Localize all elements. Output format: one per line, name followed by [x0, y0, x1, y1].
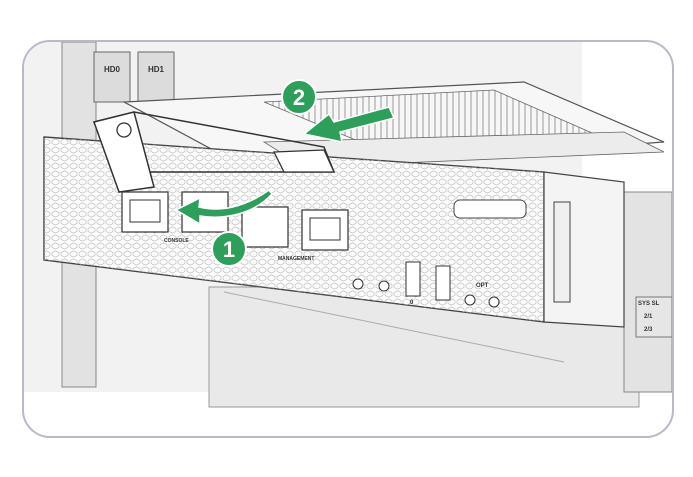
step-2-badge — [281, 79, 317, 115]
module-top-cover — [121, 81, 665, 173]
opt-label: OPT — [476, 283, 489, 289]
ejector-handle — [92, 111, 336, 193]
ethernet-ports: MANAGEMENT — [181, 191, 349, 262]
sys-cell-1: 2/1 — [644, 314, 653, 320]
usb-label-0: 0 — [410, 300, 414, 306]
sys-cell-2: 2/3 — [644, 327, 653, 333]
sys-label: SYS SL — [638, 301, 660, 307]
step-1-number: 1 — [223, 237, 235, 262]
illustration-frame: HD0 HD1 CONSOLE MANAGEMENT 0 OPT — [22, 40, 674, 438]
console-port: CONSOLE — [121, 191, 189, 244]
push-module-arrow — [302, 106, 396, 143]
management-label: MANAGEMENT — [278, 256, 314, 262]
step-1: 1 — [174, 188, 273, 267]
top-slots: HD0 HD1 — [93, 51, 175, 103]
sys-panel: SYS SL 2/1 2/3 — [635, 296, 672, 338]
step-2: 2 — [281, 79, 396, 143]
slot-label-hd0: HD0 — [104, 65, 121, 74]
step-1-badge — [211, 231, 247, 267]
module-installation-diagram: HD0 HD1 CONSOLE MANAGEMENT 0 OPT — [24, 42, 672, 408]
slot-label-hd1: HD1 — [148, 65, 165, 74]
step-2-number: 2 — [293, 85, 305, 110]
pull-handle-arrow — [174, 188, 273, 226]
leds-and-usb: 0 OPT — [352, 261, 500, 308]
console-label: CONSOLE — [164, 238, 189, 244]
